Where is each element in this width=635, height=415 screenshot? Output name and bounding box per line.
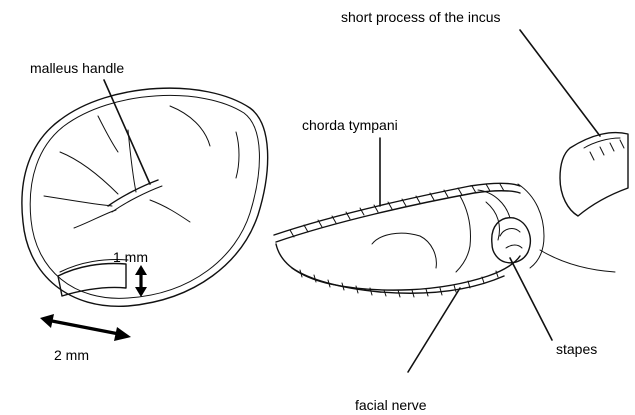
- label-chorda-tympani: chorda tympani: [302, 117, 398, 133]
- leader-lines: [104, 30, 600, 372]
- label-short-process-incus: short process of the incus: [341, 9, 501, 25]
- dimension-horizontal: [40, 314, 131, 341]
- label-malleus-handle: malleus handle: [30, 60, 124, 76]
- leader-short-process-incus: [520, 30, 600, 136]
- eardrum-inner-rim: [30, 95, 259, 298]
- middle-ear-structures: [274, 133, 628, 297]
- dim-horizontal-arrow-right: [114, 327, 131, 341]
- dim-horizontal-arrow-left: [40, 314, 54, 328]
- leader-stapes: [510, 258, 552, 340]
- eardrum-fold: [170, 106, 210, 146]
- canal-wall: [518, 184, 544, 268]
- label-dim-vertical: 1 mm: [113, 249, 148, 265]
- dim-vertical-arrow-down: [135, 287, 147, 297]
- promontory-outline: [372, 233, 436, 268]
- leader-malleus-handle: [104, 80, 150, 184]
- label-dim-horizontal: 2 mm: [54, 347, 89, 363]
- label-facial-nerve: facial nerve: [355, 397, 427, 413]
- dim-horizontal-line: [52, 321, 119, 334]
- dim-vertical-arrow-up: [135, 265, 147, 275]
- leader-facial-nerve: [408, 288, 460, 372]
- dimension-vertical: [135, 265, 147, 297]
- label-stapes: stapes: [556, 341, 597, 357]
- chorda-tympani-hatching: [290, 184, 504, 237]
- incus-short-process: [560, 133, 628, 216]
- stapes-shape: [492, 218, 531, 263]
